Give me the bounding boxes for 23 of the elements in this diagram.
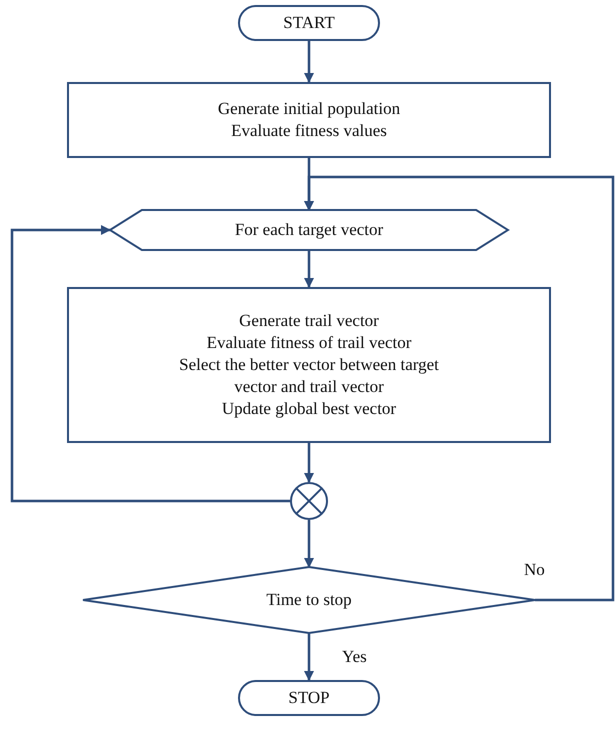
arrow bbox=[304, 41, 314, 83]
node-text: Evaluate fitness of trail vector bbox=[206, 332, 412, 354]
node-text: Generate trail vector bbox=[239, 310, 379, 332]
arrow bbox=[10, 225, 290, 502]
node-text: Time to stop bbox=[266, 589, 352, 611]
terminal-box bbox=[238, 680, 380, 716]
arrow bbox=[304, 520, 314, 568]
process-box bbox=[67, 82, 551, 158]
node-text: Generate initial population bbox=[218, 98, 400, 120]
node-text: START bbox=[283, 12, 335, 34]
summing-junction bbox=[290, 482, 328, 520]
arrow bbox=[304, 250, 314, 288]
arrow bbox=[304, 633, 314, 681]
node-text: Update global best vector bbox=[222, 398, 396, 420]
arrow bbox=[304, 176, 614, 602]
arrow bbox=[304, 443, 314, 483]
node-text: For each target vector bbox=[234, 219, 384, 241]
process-box bbox=[67, 287, 551, 443]
loop-hexagon bbox=[110, 210, 508, 250]
node-text: STOP bbox=[288, 687, 330, 709]
terminal-box bbox=[238, 5, 380, 41]
node-text: Select the better vector between target vector and trail vector bbox=[178, 354, 440, 398]
node-text: Evaluate fitness values bbox=[231, 120, 387, 142]
